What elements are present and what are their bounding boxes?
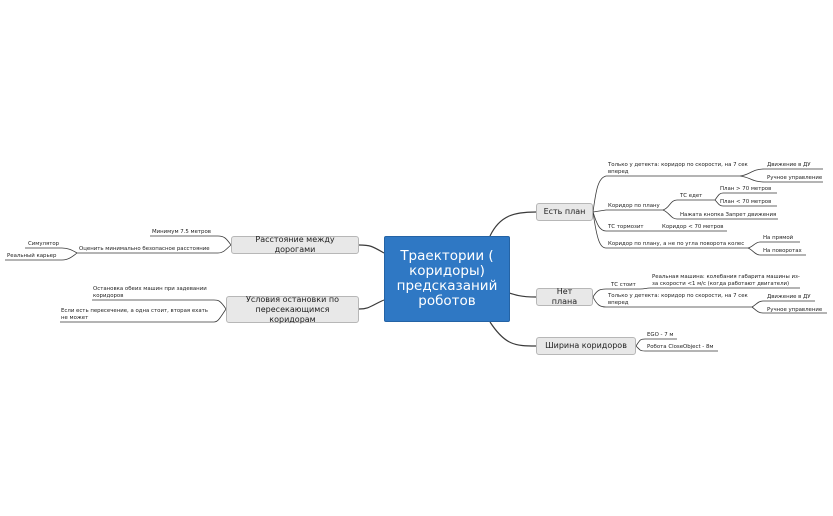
node-du-move-noplan[interactable]: Движение в ДУ (767, 294, 811, 300)
branch-plan-no[interactable]: Нет плана (536, 287, 593, 306)
node-ego-width[interactable]: EGO - 7 м (647, 332, 674, 338)
node-detect-only[interactable]: Только у детекта: коридор по скорости, н… (608, 162, 748, 175)
node-corridor-by-plan[interactable]: Коридор по плану (608, 203, 660, 209)
node-manual-control[interactable]: Ручное управление (767, 175, 823, 181)
branch-plan-yes[interactable]: Есть план (536, 203, 593, 221)
node-estimate-distance[interactable]: Оценить минимально безопасное расстояние (79, 246, 210, 252)
node-plan-gt-70[interactable]: План > 70 метров (720, 186, 772, 192)
central-topic[interactable]: Траектории ( коридоры) предсказаний робо… (384, 236, 510, 322)
node-robot-width[interactable]: Робота CloseObject - 8м (647, 344, 714, 350)
node-ts-moving[interactable]: ТС едет (680, 193, 703, 199)
node-stop-one[interactable]: Если есть пересечение, а одна стоит, вто… (61, 308, 208, 321)
node-plan-lt-70[interactable]: План < 70 метров (720, 199, 772, 205)
node-min-distance[interactable]: Минимум 7.5 метров (152, 229, 211, 235)
branch-road-distance[interactable]: Расстояние между дорогами (231, 235, 359, 254)
node-ts-stands[interactable]: ТС стоит (611, 282, 636, 288)
node-stop-button[interactable]: Нажата кнопка Запрет движения (680, 212, 777, 218)
node-real-machine[interactable]: Реальная машина: колебания габарита маши… (652, 274, 800, 287)
node-turns[interactable]: На поворотах (763, 248, 802, 254)
node-wheel-angle[interactable]: Коридор по плану, а не по угла поворота … (608, 241, 745, 247)
node-stop-both[interactable]: Остановка обеих машин при задевании кори… (93, 286, 207, 299)
node-manual-control-noplan[interactable]: Ручное управление (767, 307, 823, 313)
branch-stop-conditions[interactable]: Условия остановки по пересекающимся кори… (226, 295, 359, 324)
node-du-move[interactable]: Движение в ДУ (767, 162, 811, 168)
node-detect-only-noplan[interactable]: Только у детекта: коридор по скорости, н… (608, 293, 748, 306)
node-real-quarry[interactable]: Реальный карьер (7, 253, 57, 259)
node-simulator[interactable]: Симулятор (28, 241, 60, 247)
node-straight[interactable]: На прямой (763, 235, 794, 241)
node-corridor-lt-70[interactable]: Коридор < 70 метров (662, 224, 724, 230)
node-ts-braking[interactable]: ТС тормозит (608, 224, 644, 230)
branch-corridor-width[interactable]: Ширина коридоров (536, 337, 636, 355)
